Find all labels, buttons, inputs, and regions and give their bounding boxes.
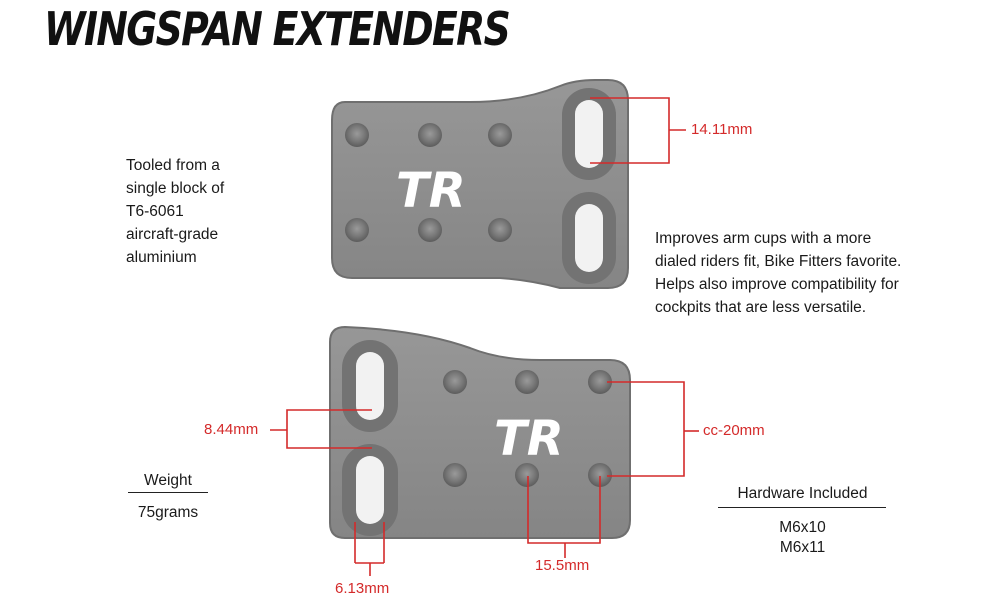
feature-line: Helps also improve compatibility for: [655, 276, 899, 293]
material-description: Tooled from a single block of T6-6061 ai…: [126, 154, 224, 269]
bottom-plate-holes: [443, 370, 612, 487]
weight-divider: [128, 492, 208, 493]
dimension-slot-length: 14.11mm: [691, 121, 753, 138]
top-plate-holes: [345, 123, 512, 242]
top-plate-slots: [562, 88, 616, 284]
hardware-item: M6x11: [779, 539, 826, 556]
dimension-hole-spacing: cc-20mm: [703, 422, 765, 439]
top-plate: [331, 79, 629, 289]
weight-value: 75grams: [137, 504, 199, 521]
material-line: single block of: [126, 180, 225, 197]
hardware-divider: [718, 507, 886, 508]
hardware-list: M6x10 M6x11: [715, 518, 890, 558]
material-line: Tooled from a: [126, 157, 220, 174]
bottom-plate-logo: TR: [494, 411, 564, 467]
dimension-lines: [270, 97, 699, 576]
feature-line: Improves arm cups with a more: [655, 230, 872, 247]
material-line: aircraft-grade: [126, 226, 219, 243]
top-plate-logo: TR: [396, 163, 466, 219]
dimension-slot-gap: 8.44mm: [204, 421, 259, 438]
material-line: aluminium: [126, 249, 197, 266]
hardware-item: M6x10: [779, 519, 826, 536]
feature-line: cockpits that are less versatile.: [655, 299, 867, 316]
feature-description: Improves arm cups with a more dialed rid…: [655, 227, 901, 319]
feature-line: dialed riders fit, Bike Fitters favorite…: [655, 253, 902, 270]
hardware-label: Hardware Included: [737, 485, 868, 502]
page-title: WINGSPAN EXTENDERS: [44, 2, 511, 56]
dimension-hole-offset: 15.5mm: [535, 557, 590, 574]
dimension-slot-width: 6.13mm: [335, 580, 390, 597]
weight-label: Weight: [144, 472, 192, 489]
bottom-plate: [329, 325, 631, 539]
material-line: T6-6061: [126, 203, 184, 220]
bottom-plate-slots: [342, 340, 398, 536]
